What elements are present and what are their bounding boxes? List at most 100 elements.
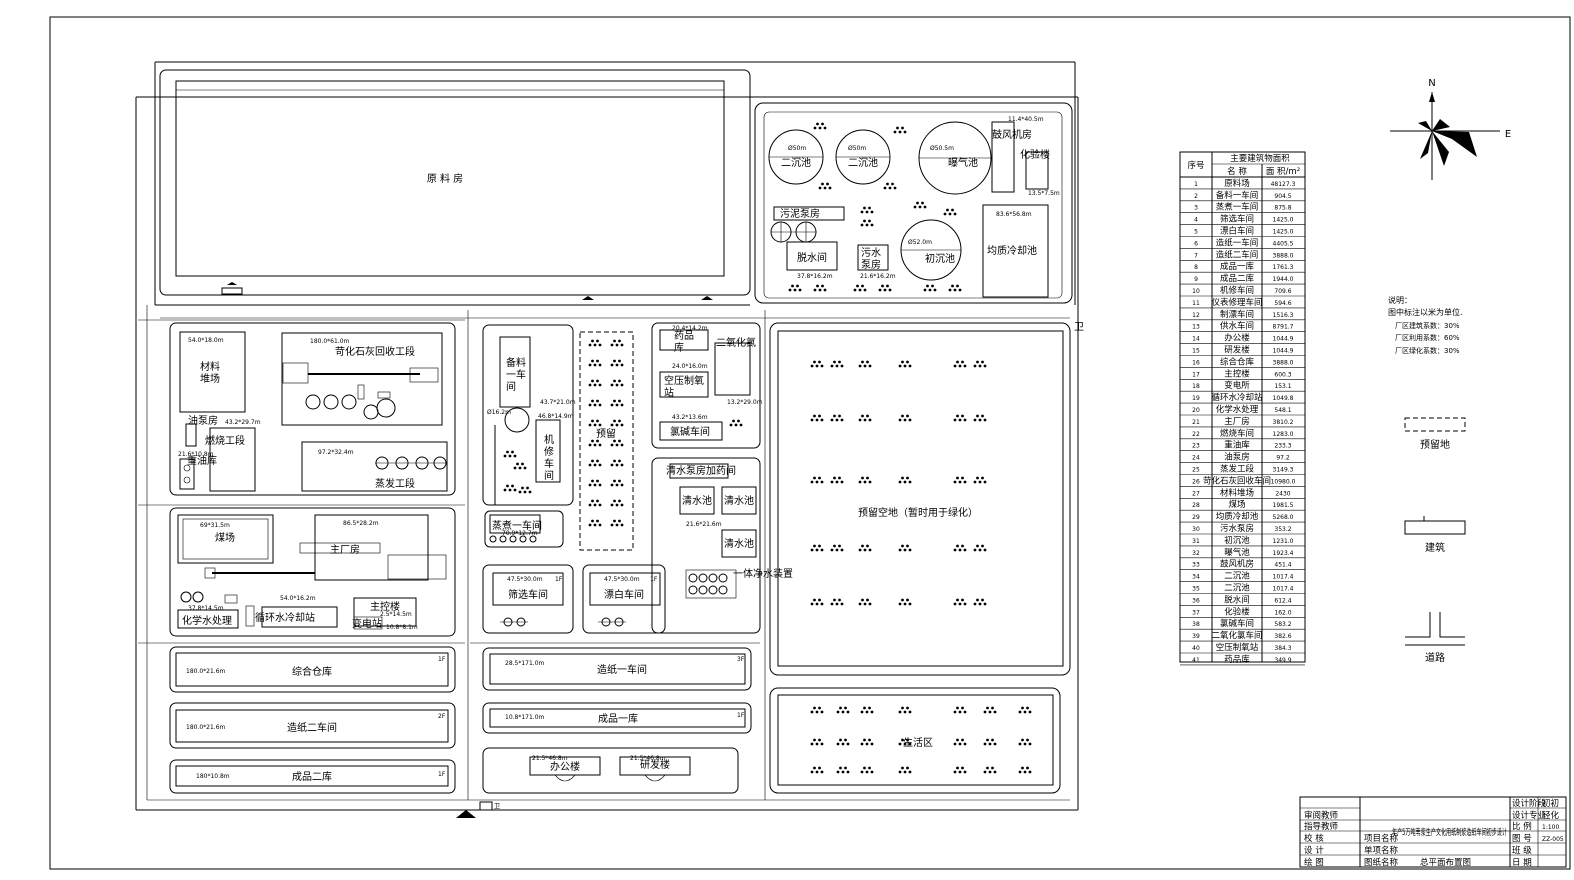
clear-water-pool-b-label: 清水池 bbox=[724, 494, 754, 507]
table-cell-area: 1283.0 bbox=[1273, 431, 1294, 438]
primary-clarifier-label: 初沉池 bbox=[925, 252, 955, 265]
tb-designer: 设 计 bbox=[1304, 845, 1324, 856]
tb-checker: 校 核 bbox=[1304, 833, 1324, 844]
lab-building-label: 化验楼 bbox=[1020, 148, 1050, 161]
table-cell-area: 1017.4 bbox=[1273, 574, 1294, 581]
svg-text:43.2*13.6m: 43.2*13.6m bbox=[672, 414, 708, 421]
table-cell-area: 3888.0 bbox=[1273, 359, 1294, 366]
dewatering-room-label: 脱水间 bbox=[797, 251, 827, 264]
reserved-open-area: 预留空地（暂时用于绿化） bbox=[769, 322, 1071, 676]
table-cell-area: 451.4 bbox=[1274, 562, 1291, 569]
tb-major-label: 设计专业 bbox=[1512, 810, 1546, 821]
svg-text:1F: 1F bbox=[438, 771, 446, 778]
table-cell-no: 11 bbox=[1192, 300, 1200, 307]
svg-text:97.2*32.4m: 97.2*32.4m bbox=[318, 449, 354, 456]
left-block-2: 煤场 69*31.5m 主厂房 86.5*28.2m 化学水处理 37.8*14… bbox=[169, 507, 456, 637]
tb-project-name: 项目名称 bbox=[1364, 833, 1399, 844]
table-cell-no: 15 bbox=[1192, 348, 1200, 355]
heavy-oil-store-label: 重油库 bbox=[187, 454, 217, 467]
table-cell-no: 9 bbox=[1194, 276, 1198, 283]
table-header-title: 主要建筑物面积 bbox=[1230, 153, 1290, 164]
table-cell-name: 污水泵房 bbox=[1220, 523, 1254, 534]
table-cell-no: 13 bbox=[1192, 324, 1200, 331]
paper-workshop-two-label: 造纸二车间 bbox=[287, 721, 337, 734]
table-cell-name: 煤场 bbox=[1228, 499, 1245, 510]
general-warehouse-label: 综合仓库 bbox=[292, 665, 332, 678]
table-cell-area: 1044.9 bbox=[1273, 348, 1294, 355]
table-cell-name: 成品一库 bbox=[1220, 261, 1255, 272]
clear-pump-dosing-label: 清水泵房加药间 bbox=[666, 464, 736, 477]
table-cell-name: 空压制氧站 bbox=[1216, 642, 1259, 653]
table-cell-name: 成品二库 bbox=[1220, 273, 1255, 284]
tb-drawing-value: 总平面布置图 bbox=[1420, 857, 1471, 868]
table-cell-area: 1981.5 bbox=[1273, 502, 1294, 509]
table-cell-name: 变电所 bbox=[1224, 380, 1250, 391]
east-guard-label: 卫 bbox=[1074, 322, 1084, 333]
table-cell-area: 548.1 bbox=[1274, 407, 1291, 414]
svg-text:83.6*56.8m: 83.6*56.8m bbox=[996, 211, 1032, 218]
svg-text:180.0*61.0m: 180.0*61.0m bbox=[310, 338, 350, 345]
table-cell-no: 38 bbox=[1192, 621, 1200, 628]
table-cell-area: 5268.0 bbox=[1273, 514, 1294, 521]
table-cell-name: 综合仓库 bbox=[1220, 356, 1255, 367]
table-cell-name: 供水车间 bbox=[1220, 321, 1254, 332]
svg-text:2.5*14.5m: 2.5*14.5m bbox=[380, 611, 412, 618]
raw-material-house: 原 料 房 bbox=[159, 69, 751, 296]
table-cell-name: 材料堆场 bbox=[1220, 487, 1254, 498]
table-cell-name: 备料一车间 bbox=[1216, 190, 1259, 201]
substation-label: 变电站 bbox=[352, 617, 382, 630]
table-cell-name: 曝气池 bbox=[1224, 547, 1250, 558]
table-cell-area: 233.3 bbox=[1274, 443, 1291, 450]
svg-text:2F: 2F bbox=[438, 713, 446, 720]
svg-text:10.8*171.0m: 10.8*171.0m bbox=[505, 714, 545, 721]
table-cell-no: 8 bbox=[1194, 264, 1198, 271]
main-control-building-label: 主控楼 bbox=[370, 600, 400, 613]
tb-reviewer: 审阅教师 bbox=[1304, 810, 1339, 821]
chemical-store-label: 药品库 bbox=[674, 330, 694, 354]
screening-workshop-label: 筛选车间 bbox=[508, 588, 548, 601]
table-cell-area: 48127.3 bbox=[1271, 181, 1296, 188]
paper-workshop-one-label: 造纸一车间 bbox=[597, 663, 647, 676]
table-cell-name: 漂白车间 bbox=[1220, 226, 1254, 237]
svg-text:1F: 1F bbox=[438, 656, 446, 663]
left-block-1: 材料堆场 54.0*18.0m 苛化石灰回收工段 180.0*61.0m 油泵房… bbox=[169, 322, 456, 496]
notes-line-3: 厂区利用系数：60% bbox=[1395, 333, 1460, 342]
svg-text:47.5*30.0m: 47.5*30.0m bbox=[604, 576, 640, 583]
svg-text:180.0*21.6m: 180.0*21.6m bbox=[186, 724, 226, 731]
sludge-pump-label: 污泥泵房 bbox=[780, 207, 820, 220]
table-cell-no: 6 bbox=[1194, 240, 1198, 247]
table-cell-name: 化学水处理 bbox=[1216, 404, 1259, 415]
table-cell-name: 化验楼 bbox=[1224, 606, 1250, 617]
table-cell-name: 二沉池 bbox=[1224, 583, 1250, 594]
table-cell-name: 重油库 bbox=[1224, 440, 1250, 451]
prep-workshop-label: 备料一车间 bbox=[506, 356, 526, 393]
drawing-frame bbox=[49, 16, 1571, 870]
legend-building-label: 建筑 bbox=[1425, 541, 1445, 554]
table-cell-name: 主厂房 bbox=[1224, 416, 1250, 427]
table-cell-no: 37 bbox=[1192, 609, 1200, 616]
table-cell-name: 蒸煮一车间 bbox=[1216, 202, 1259, 213]
north-label: N bbox=[1428, 78, 1435, 89]
blower-house-label: 鼓风机房 bbox=[992, 128, 1032, 141]
svg-text:21.5*46.8m: 21.5*46.8m bbox=[630, 755, 666, 762]
table-cell-name: 均质冷却池 bbox=[1216, 511, 1259, 522]
svg-text:Ø50m: Ø50m bbox=[788, 145, 806, 152]
table-cell-name: 油泵房 bbox=[1224, 452, 1250, 463]
table-cell-name: 造纸一车间 bbox=[1216, 237, 1259, 248]
legend: 预留地 建筑 道路 bbox=[1404, 417, 1466, 664]
tb-drawing-name: 图纸名称 bbox=[1364, 857, 1399, 868]
materials-yard-label: 材料堆场 bbox=[200, 360, 220, 385]
product-store-two-label: 成品二库 bbox=[292, 770, 332, 783]
table-cell-no: 40 bbox=[1192, 645, 1200, 652]
svg-text:69*31.5m: 69*31.5m bbox=[200, 522, 230, 529]
svg-text:21.6*21.6m: 21.6*21.6m bbox=[686, 521, 722, 528]
living-area: 生活区 bbox=[769, 687, 1061, 794]
main-plant-label: 主厂房 bbox=[330, 543, 360, 556]
table-cell-area: 1049.8 bbox=[1273, 395, 1294, 402]
table-cell-no: 12 bbox=[1192, 312, 1200, 319]
table-cell-no: 1 bbox=[1194, 181, 1198, 188]
table-cell-area: 384.3 bbox=[1274, 645, 1291, 652]
table-cell-no: 32 bbox=[1192, 550, 1200, 557]
notes: 说明： 图中标注以米为单位. 厂区建筑系数：30% 厂区利用系数：60% 厂区绿… bbox=[1388, 295, 1463, 355]
table-cell-name: 燃烧车间 bbox=[1220, 428, 1254, 439]
